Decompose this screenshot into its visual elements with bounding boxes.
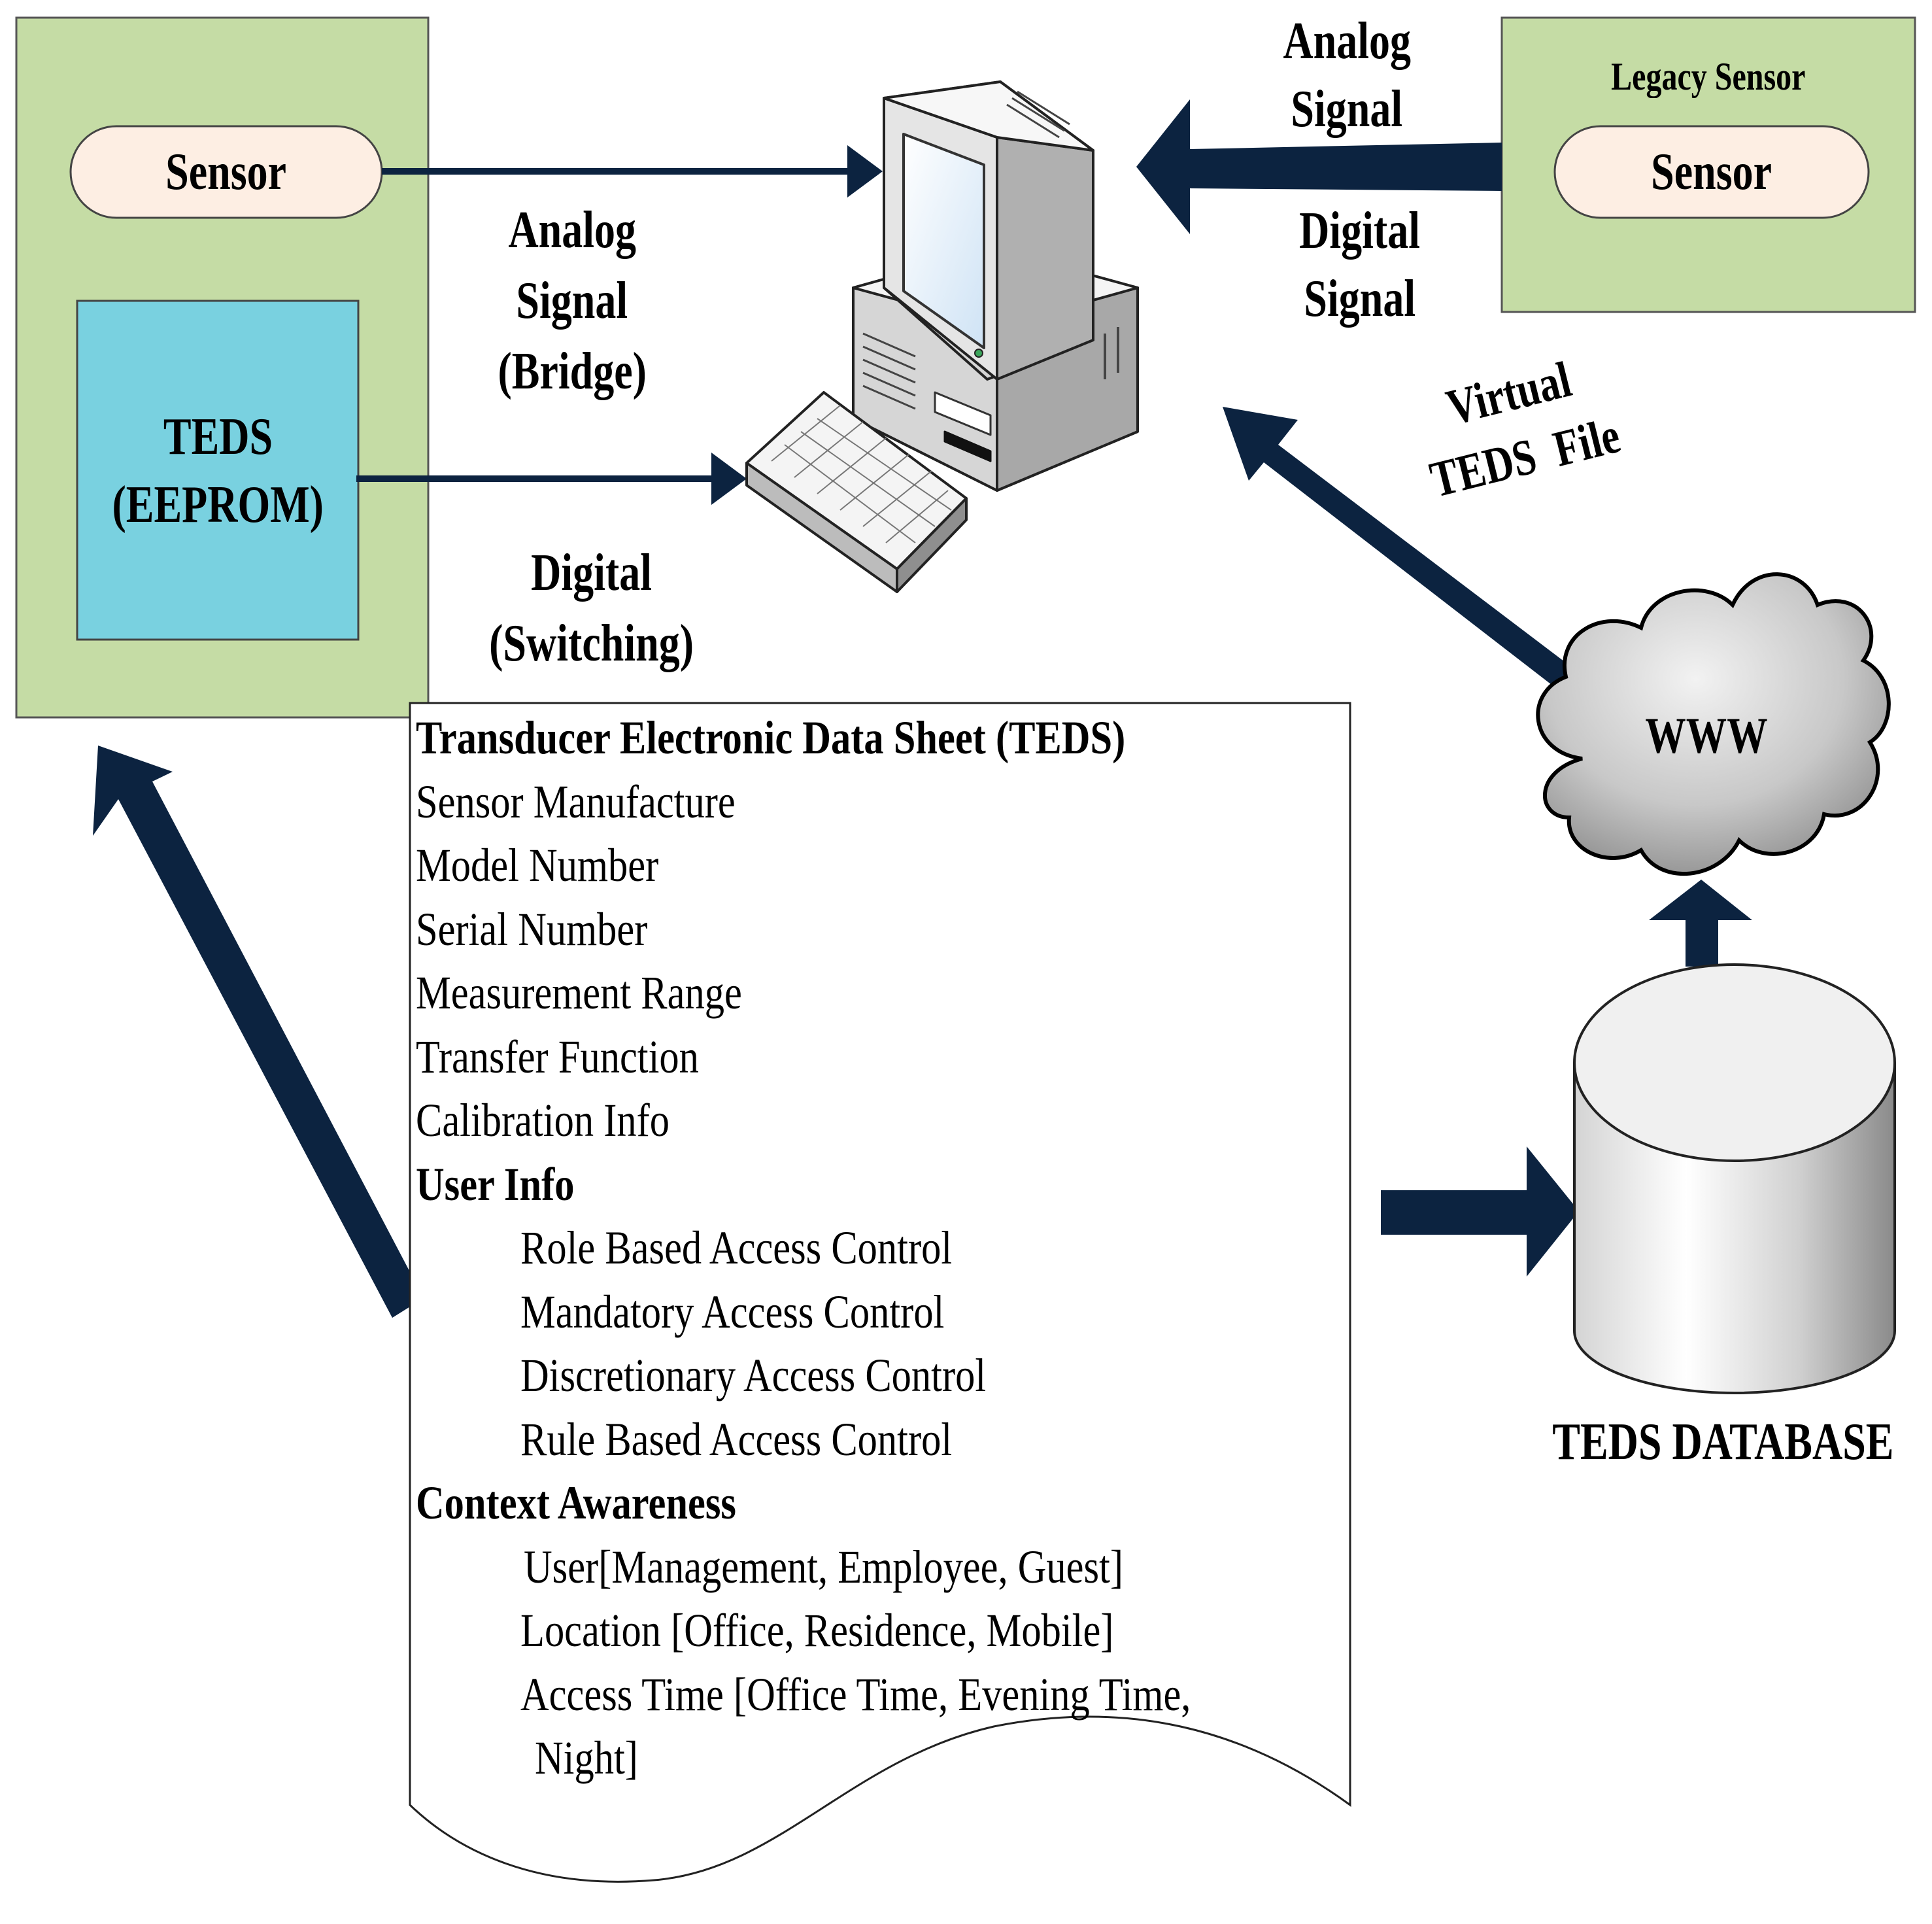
document-field: Model Number [416, 839, 659, 891]
legacy-analog-label: Analog Signal [1283, 12, 1411, 138]
teds-document-text: Transducer Electronic Data Sheet (TEDS) … [416, 706, 1319, 1791]
document-field: Serial Number [416, 902, 648, 955]
context-item: Access Time [Office Time, Evening Time, [520, 1668, 1191, 1721]
legacy-to-computer-arrow [1136, 99, 1502, 234]
teds-to-keyboard-arrow [356, 453, 747, 505]
digital-switching-label: Digital (Switching) [489, 544, 694, 672]
cloud-to-computer-arrow [1223, 407, 1599, 709]
document-field: Measurement Range [416, 967, 742, 1019]
context-item-continuation: Night] [535, 1732, 638, 1784]
legacy-sensor-title: Legacy Sensor [1611, 54, 1806, 98]
desktop-computer-icon [852, 80, 1139, 492]
context-item: User[Management, Employee, Guest] [524, 1540, 1123, 1593]
context-awareness-heading: Context Awareness [416, 1477, 736, 1529]
keyboard-icon [745, 391, 968, 593]
document-to-panel-arrow [93, 746, 424, 1318]
legacy-digital-label: Digital Signal [1299, 202, 1421, 328]
teds-database-label: TEDS DATABASE [1551, 1413, 1894, 1471]
www-label: WWW [1645, 707, 1768, 764]
user-info-heading: User Info [416, 1158, 575, 1211]
legacy-sensor-label: Sensor [1651, 143, 1772, 201]
document-field: Calibration Info [416, 1094, 669, 1146]
user-info-item: Discretionary Access Control [520, 1349, 987, 1401]
analog-bridge-label: Analog Signal (Bridge) [498, 201, 647, 400]
user-info-item: Rule Based Access Control [520, 1413, 953, 1466]
document-title: Transducer Electronic Data Sheet (TEDS) [416, 712, 1126, 764]
document-to-database-arrow [1381, 1146, 1579, 1277]
database-to-cloud-arrow [1649, 880, 1752, 967]
legacy-sensor-capsule [1553, 125, 1870, 219]
teds-document-sheet [409, 702, 1351, 1883]
user-info-item: Role Based Access Control [520, 1222, 953, 1274]
document-field: Sensor Manufacture [416, 775, 736, 828]
document-field: Transfer Function [416, 1030, 699, 1083]
cloud-icon [1536, 572, 1891, 876]
user-info-item: Mandatory Access Control [520, 1285, 945, 1338]
sensor-label: Sensor [165, 143, 287, 201]
database-cylinder-icon [1573, 963, 1896, 1394]
teds-eeprom-label: TEDS (EEPROM) [112, 408, 324, 534]
context-item: Location [Office, Residence, Mobile] [520, 1604, 1114, 1657]
sensor-to-computer-arrow [382, 145, 883, 198]
teds-eeprom-box [76, 300, 360, 641]
